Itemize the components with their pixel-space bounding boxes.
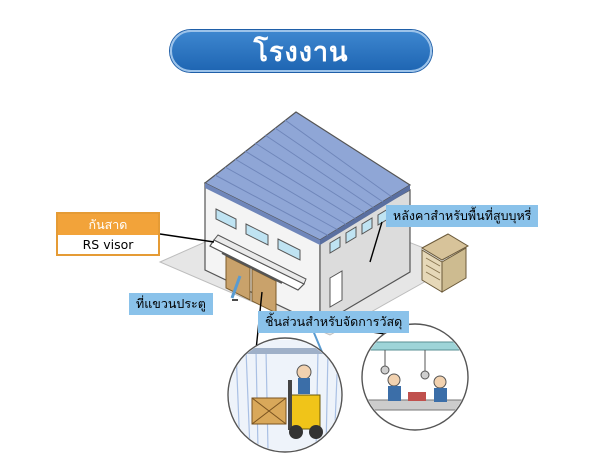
shelter-side — [441, 247, 467, 293]
shelter-slats — [425, 257, 441, 281]
forklift-zoom-circle — [227, 337, 343, 453]
roof-ribs — [214, 119, 393, 237]
workers-zoom-circle — [361, 323, 469, 431]
side-door — [329, 270, 343, 308]
door-rail-label: ที่แขวนประตู — [129, 293, 213, 315]
visor-awning-top — [213, 234, 307, 285]
side-windows — [329, 208, 389, 254]
roof-area-label: หลังคาสำหรับพื้นที่สูบบุหรี่ — [386, 205, 539, 227]
visor-callout: กันสาด RS visor — [56, 212, 160, 256]
front-windows — [215, 208, 301, 261]
door-rail — [221, 252, 283, 284]
visor-label-en: RS visor — [82, 237, 134, 252]
forklift-body — [289, 394, 321, 430]
leader-door-rail — [230, 275, 242, 299]
shelter-roof — [420, 233, 470, 261]
visor-label-th: กันสาด — [58, 214, 158, 235]
material-handling-label: ชิ้นส่วนสำหรับจัดการวัสดุ — [258, 311, 410, 333]
page-title: โรงงาน — [170, 30, 432, 72]
roof-edge — [205, 183, 320, 245]
roof-side-edge — [320, 185, 410, 245]
